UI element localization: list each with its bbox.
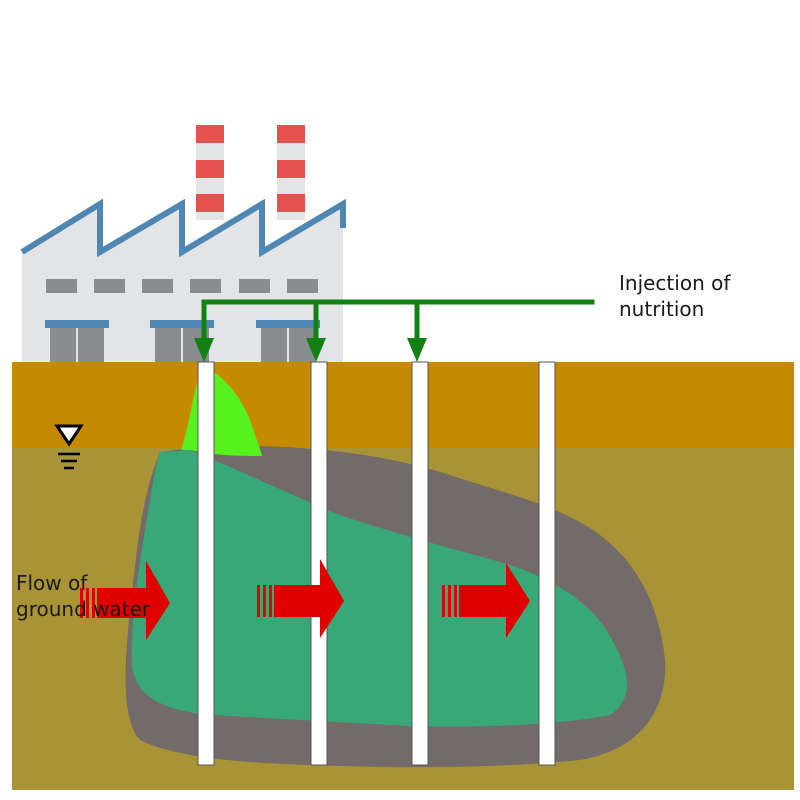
well-4 bbox=[538, 361, 556, 766]
factory-doors bbox=[45, 320, 320, 362]
contamination-plume bbox=[131, 450, 627, 727]
injection-arrow-3 bbox=[407, 338, 427, 362]
flow-arrow-2 bbox=[257, 559, 344, 638]
flow-arrow-3 bbox=[442, 563, 530, 638]
flow-label-line2: ground water bbox=[16, 597, 151, 621]
injection-label-line1: Injection of bbox=[619, 271, 731, 295]
injection-arrow-2 bbox=[306, 338, 326, 362]
flow-arrow-1 bbox=[80, 561, 170, 640]
injection-label-line2: nutrition bbox=[619, 297, 705, 321]
injection-arrow-1 bbox=[194, 338, 214, 362]
well-1 bbox=[197, 361, 215, 766]
factory-windows bbox=[46, 279, 318, 293]
factory-roof bbox=[20, 198, 346, 258]
surface-soil-layer bbox=[12, 362, 794, 450]
injection-pipe bbox=[201, 299, 595, 345]
well-3 bbox=[411, 361, 429, 766]
flow-label-line1: Flow of bbox=[16, 571, 88, 595]
injection-label: Injection of nutrition bbox=[619, 270, 730, 322]
wells bbox=[197, 361, 556, 766]
water-table-icon bbox=[54, 424, 84, 470]
factory-icon bbox=[20, 125, 346, 362]
groundwater-flow-label: Flow of ground water bbox=[16, 570, 150, 622]
injection-arrowheads bbox=[194, 338, 427, 362]
well-2 bbox=[310, 361, 328, 766]
